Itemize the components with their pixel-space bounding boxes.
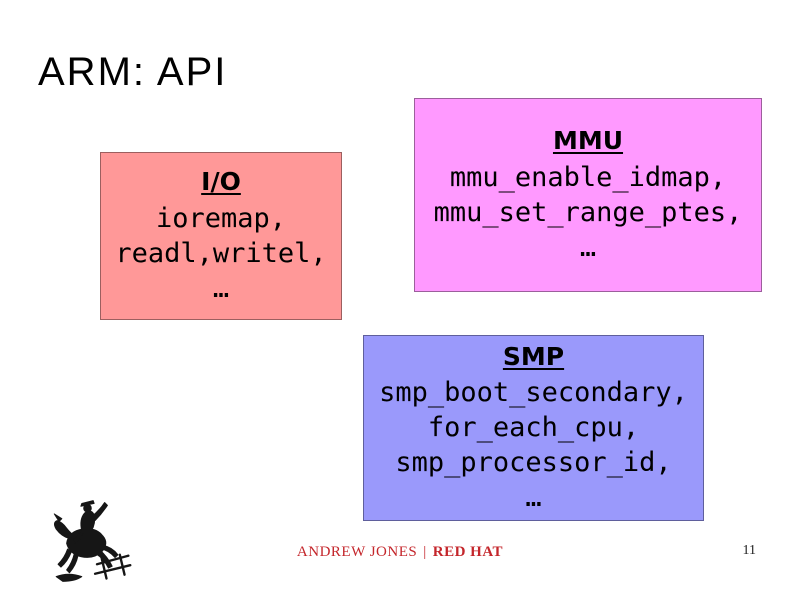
page-number: 11	[742, 543, 756, 558]
io-box-ellipsis: …	[212, 272, 230, 304]
smp-box-line: for_each_cpu,	[427, 412, 640, 444]
io-api-box: I/O ioremap, readl,writel, …	[100, 152, 342, 320]
smp-box-ellipsis: …	[525, 482, 542, 514]
smp-box-line: smp_processor_id,	[395, 447, 672, 479]
mmu-box-line: mmu_enable_idmap,	[449, 161, 727, 193]
bucking-bronco-icon	[53, 500, 132, 582]
smp-box-title: SMP	[502, 341, 565, 371]
page-title: ARM: API	[38, 50, 228, 94]
footer-company: RED HAT	[432, 544, 504, 560]
io-box-line: ioremap,	[155, 202, 287, 234]
smp-api-box: SMP smp_boot_secondary, for_each_cpu, sm…	[363, 335, 704, 521]
footer-separator: |	[423, 544, 427, 560]
mmu-box-line: mmu_set_range_ptes,	[433, 196, 743, 228]
io-box-line: readl,writel,	[115, 237, 327, 269]
footer-author: ANDREW JONES	[296, 544, 418, 560]
smp-box-line: smp_boot_secondary,	[379, 377, 688, 409]
mmu-box-ellipsis: …	[579, 231, 597, 263]
mmu-box-title: MMU	[552, 126, 624, 156]
io-box-title: I/O	[201, 167, 241, 197]
footer: ANDREW JONES | RED HAT	[0, 544, 800, 561]
mmu-api-box: MMU mmu_enable_idmap, mmu_set_range_ptes…	[414, 98, 762, 292]
